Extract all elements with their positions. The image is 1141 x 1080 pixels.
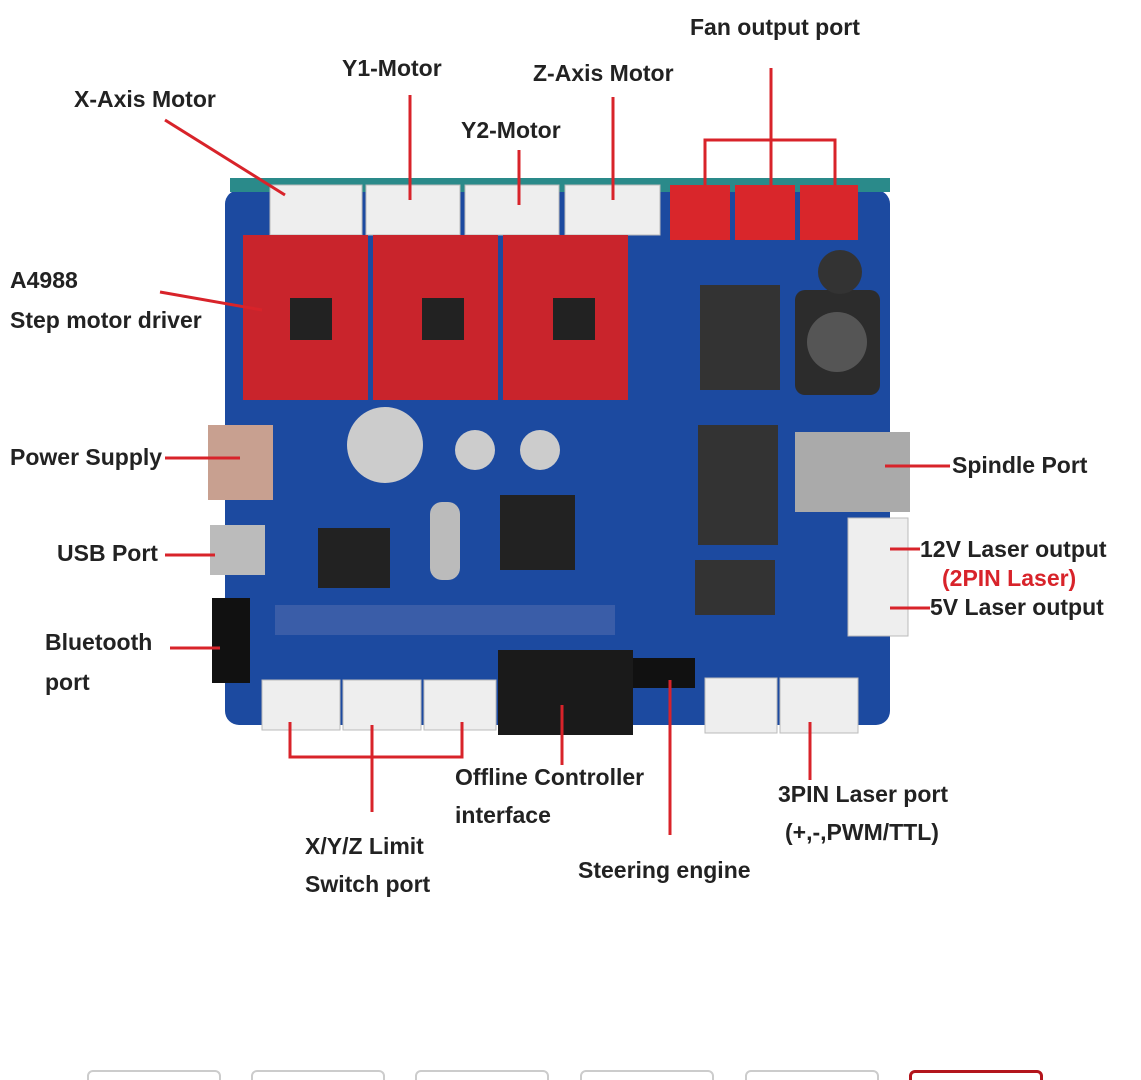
- thumbnail-5[interactable]: [745, 1070, 879, 1080]
- fan-connectors: [670, 185, 858, 240]
- label-z-axis-motor: Z-Axis Motor: [533, 60, 674, 86]
- motor-connectors: [269, 184, 661, 236]
- regulator: [700, 285, 780, 390]
- power-jack: [208, 425, 273, 500]
- capacitor: [347, 407, 423, 483]
- label-step-motor-driver: Step motor driver: [10, 307, 202, 333]
- offline-controller-header: [498, 650, 633, 735]
- thumbnail-1[interactable]: [87, 1070, 221, 1080]
- label-bluetooth: Bluetooth: [45, 629, 153, 655]
- label-12v-laser-output: 12V Laser output: [920, 536, 1107, 562]
- leader-lines: [159, 68, 950, 835]
- limit-connectors: [261, 679, 497, 731]
- label-y2-motor: Y2-Motor: [461, 117, 561, 143]
- microcontroller: [500, 495, 575, 570]
- label-power-supply: Power Supply: [10, 444, 163, 470]
- label-steering-engine: Steering engine: [578, 857, 751, 883]
- label-xyz-limit: X/Y/Z Limit: [305, 833, 424, 859]
- spindle-socket: [795, 432, 910, 512]
- thumbnail-3[interactable]: [415, 1070, 549, 1080]
- thumbnail-4[interactable]: [580, 1070, 714, 1080]
- label-usb-port: USB Port: [57, 540, 158, 566]
- label-3pin-laser-port: 3PIN Laser port: [778, 781, 948, 807]
- label-spindle-port: Spindle Port: [952, 452, 1088, 478]
- thumbnail-6-selected[interactable]: [909, 1070, 1043, 1080]
- label-5v-laser-output: 5V Laser output: [930, 594, 1104, 620]
- bluetooth-header: [212, 598, 250, 683]
- label-fan-output-port: Fan output port: [690, 14, 860, 40]
- thumbnail-2[interactable]: [251, 1070, 385, 1080]
- label-bluetooth-port: port: [45, 669, 90, 695]
- label-switch-port: Switch port: [305, 871, 431, 897]
- usb-socket: [210, 525, 265, 575]
- label-2pin-laser: (2PIN Laser): [942, 565, 1077, 591]
- stepper-drivers: [243, 235, 628, 400]
- label-offline-interface: interface: [455, 802, 551, 828]
- label-offline-controller: Offline Controller: [455, 764, 645, 790]
- label-y1-motor: Y1-Motor: [342, 55, 442, 81]
- laser-connectors: [847, 517, 909, 637]
- label-a4988: A4988: [10, 267, 78, 293]
- label-x-axis-motor: X-Axis Motor: [74, 86, 216, 112]
- label-3pin-pinout: (+,-,PWM/TTL): [785, 819, 939, 845]
